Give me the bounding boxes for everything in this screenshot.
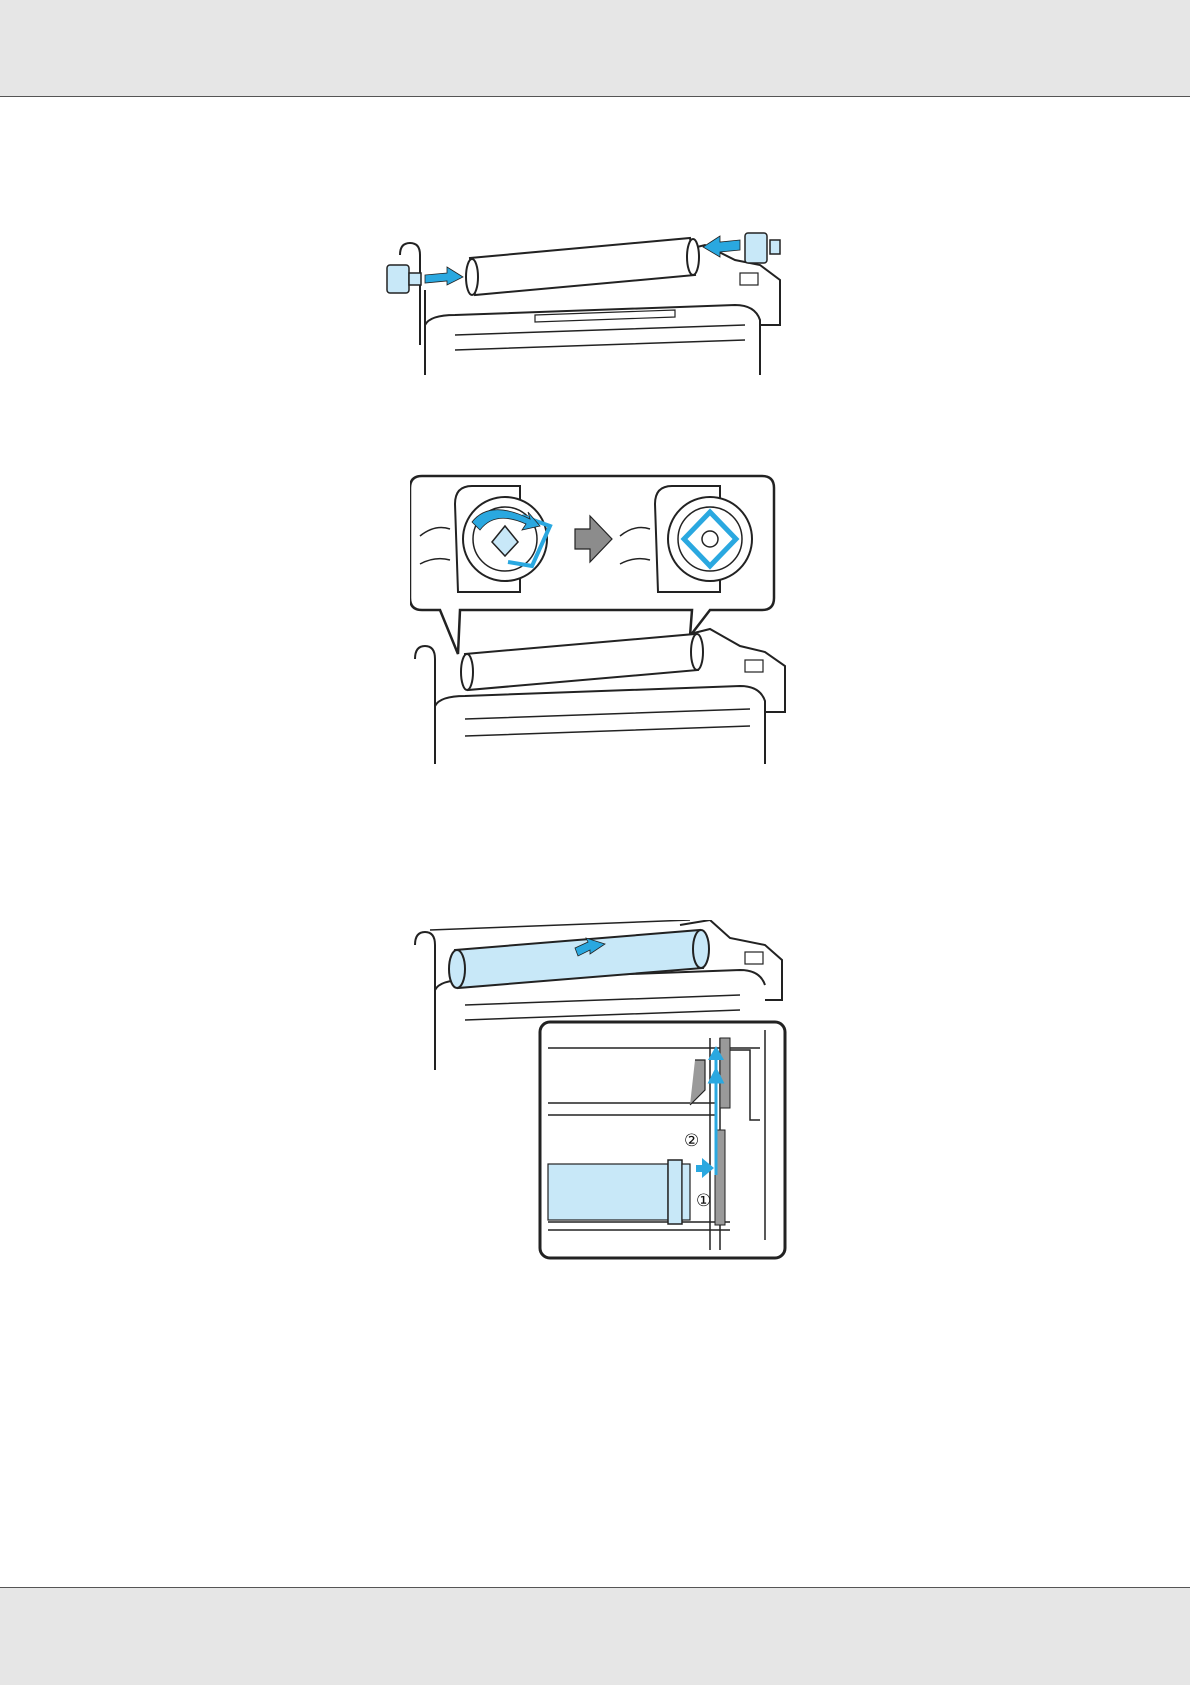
roll-paper-icon (461, 634, 703, 690)
control-panel-icon (740, 273, 758, 285)
roll-slide-illustration: ② ① (410, 920, 790, 1260)
callout-step-2: ② (684, 1131, 699, 1151)
roll-paper-icon (449, 930, 709, 988)
adapter-icon (745, 233, 780, 263)
callout-step-1: ① (696, 1191, 711, 1211)
roll-paper-icon (466, 238, 699, 295)
figure-lock-adapter-lever (410, 474, 795, 764)
printer-illustration (385, 225, 795, 375)
page-header-band (0, 0, 1190, 97)
zoom-detail-box: ② ① (540, 1022, 785, 1258)
adapter-lock-illustration (410, 474, 795, 764)
page-footer-band (0, 1587, 1190, 1685)
arrow-right-icon (425, 267, 463, 285)
figure-attach-adapters (385, 225, 795, 375)
figure-slide-roll-to-holder: ② ① (410, 920, 790, 1260)
adapter-icon (387, 265, 421, 293)
